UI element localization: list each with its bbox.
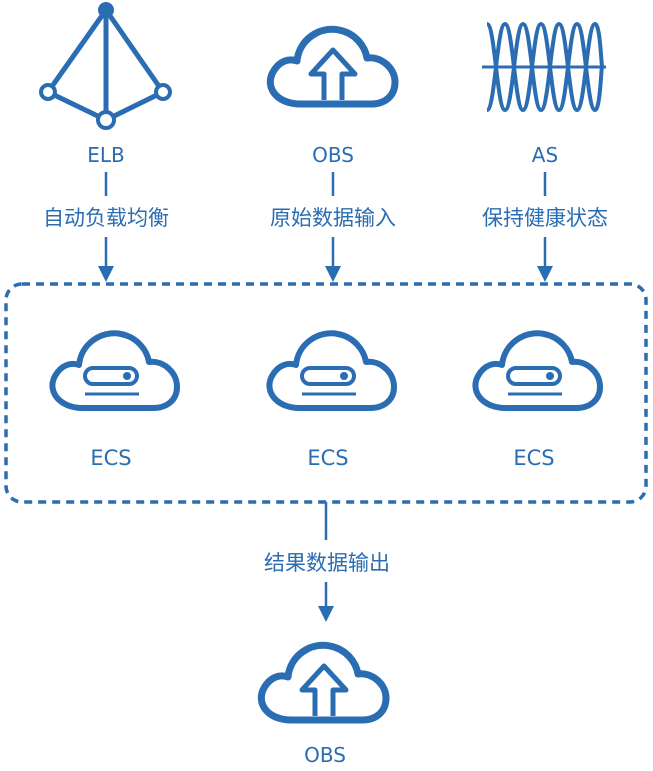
ecs-label: ECS — [307, 446, 349, 470]
ecs-cloud-icon — [475, 333, 600, 408]
obs-upload-cloud-icon — [261, 645, 386, 720]
connector-as — [537, 172, 553, 282]
elb-icon — [39, 2, 172, 130]
ecs-group-border — [4, 282, 648, 504]
output-description: 结果数据输出 — [264, 551, 390, 575]
connector-obs — [325, 172, 341, 282]
as-description: 保持健康状态 — [482, 206, 608, 230]
ecs-cloud-icon — [269, 333, 394, 408]
ecs-label: ECS — [513, 446, 555, 470]
connector-elb — [98, 172, 114, 282]
obs-upload-cloud-icon — [270, 29, 395, 104]
as-label: AS — [531, 143, 559, 167]
obs-input-label: OBS — [312, 143, 354, 167]
ecs-label: ECS — [90, 446, 132, 470]
elb-description: 自动负载均衡 — [43, 206, 169, 230]
obs-input-description: 原始数据输入 — [270, 206, 396, 230]
obs-output-label: OBS — [304, 743, 346, 767]
connector-output — [318, 502, 334, 622]
as-wave-icon — [482, 21, 606, 113]
elb-label: ELB — [87, 143, 125, 167]
ecs-cloud-icon — [52, 333, 177, 408]
